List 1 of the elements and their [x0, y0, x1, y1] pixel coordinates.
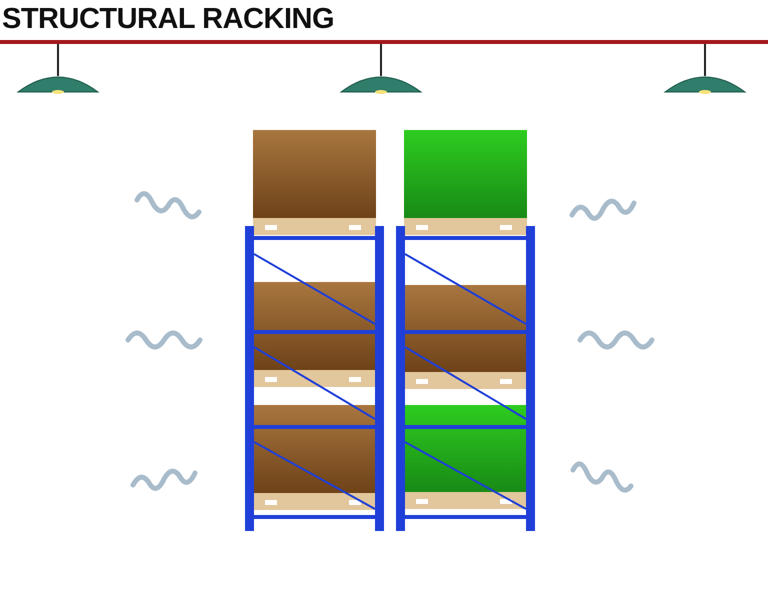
title-heading: STRUCTURAL RACKING [2, 2, 334, 36]
